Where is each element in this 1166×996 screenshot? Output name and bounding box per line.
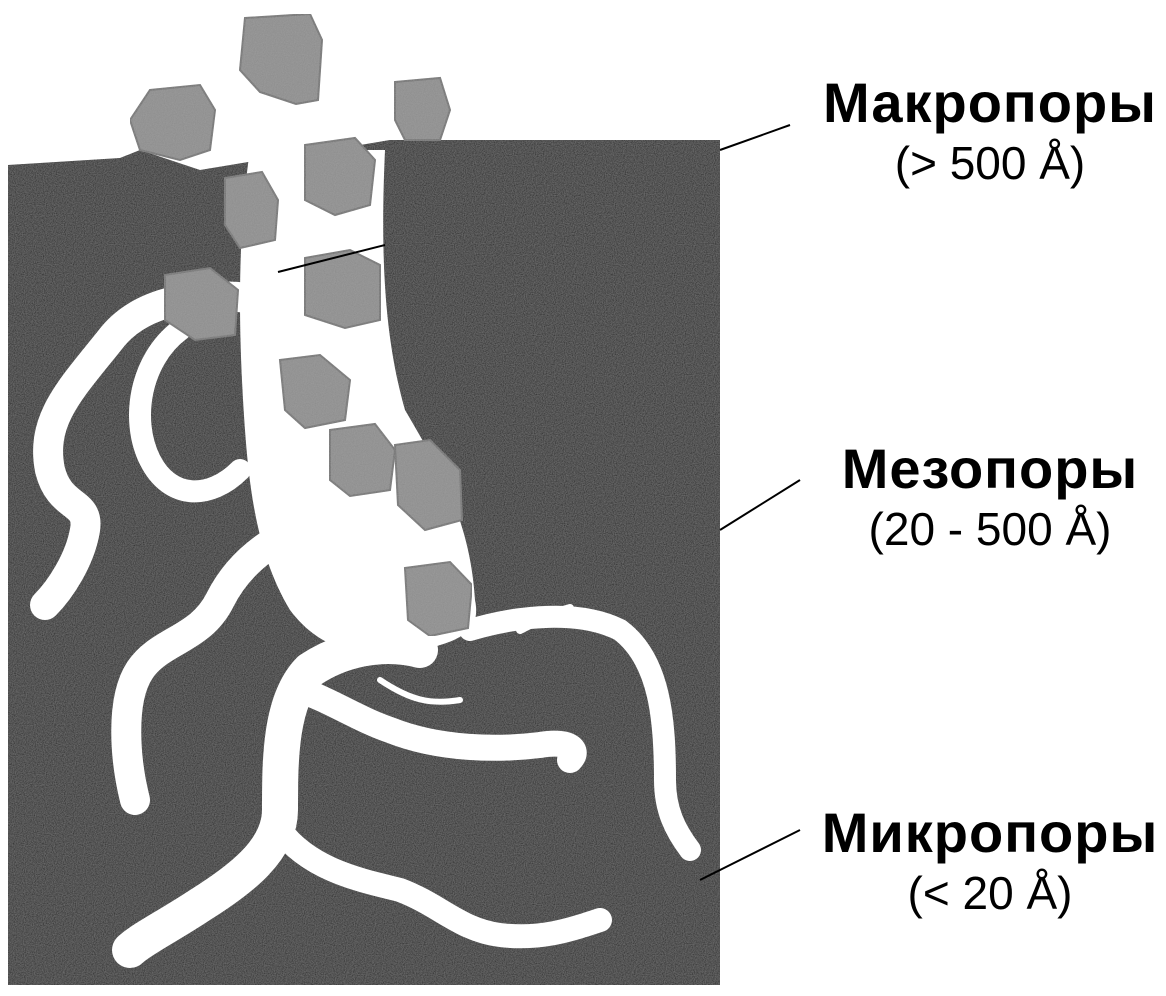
macropore-name: Макропоры <box>820 70 1160 136</box>
macropore-label: Макропоры (> 500 Å) <box>820 70 1160 190</box>
micropore-range: (< 20 Å) <box>820 866 1160 920</box>
particle <box>240 14 322 104</box>
micropore-label: Микропоры (< 20 Å) <box>820 800 1160 920</box>
particle <box>395 78 450 140</box>
particle <box>405 562 472 636</box>
particle <box>130 85 215 160</box>
mesopore-range: (20 - 500 Å) <box>820 502 1160 556</box>
leader-line-meso <box>720 480 800 530</box>
macropore-range: (> 500 Å) <box>820 136 1160 190</box>
particle <box>305 138 375 215</box>
mesopore-label: Мезопоры (20 - 500 Å) <box>820 436 1160 556</box>
micropore-name: Микропоры <box>820 800 1160 866</box>
leader-line-macro <box>720 125 790 150</box>
mesopore-name: Мезопоры <box>820 436 1160 502</box>
